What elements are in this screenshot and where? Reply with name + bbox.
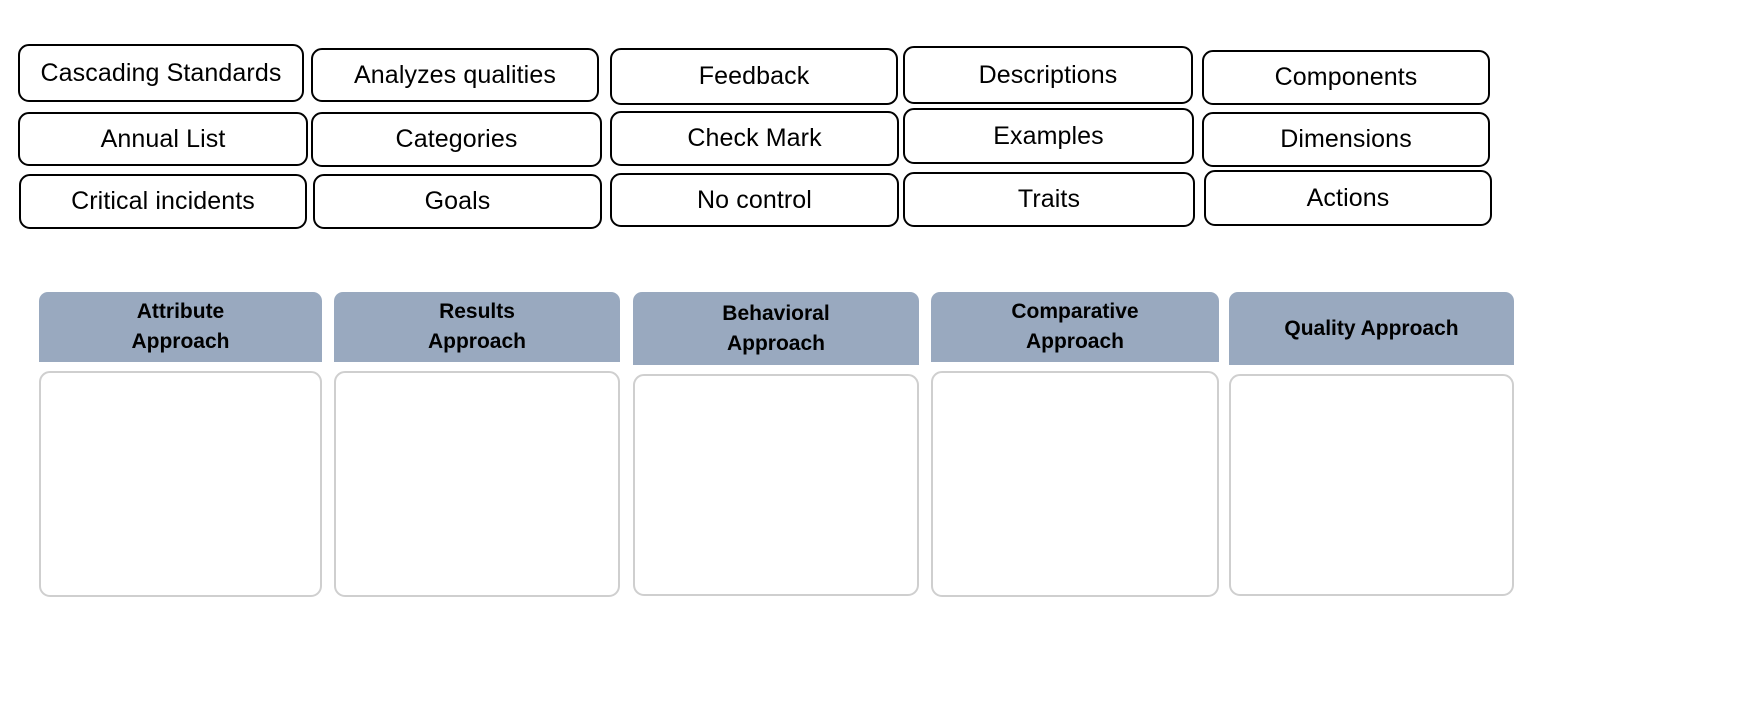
dropzone-target[interactable] [633,374,919,596]
dropzone-target[interactable] [1229,374,1514,596]
dropzone-target[interactable] [39,371,322,597]
dropzone-column: Quality Approach [1229,292,1514,596]
draggable-chip[interactable]: Traits [903,172,1195,227]
dropzone-column-header-line: Approach [726,331,825,355]
draggable-chip[interactable]: Goals [313,174,602,229]
draggable-chip[interactable]: Analyzes qualities [311,48,599,102]
dropzone-target[interactable] [931,371,1219,597]
dropzone-column-header-line: Results [439,300,515,324]
dropzone-target[interactable] [334,371,620,597]
draggable-chip[interactable]: No control [610,173,899,227]
draggable-chip[interactable]: Categories [311,112,602,167]
draggable-chip[interactable]: Critical incidents [19,174,307,229]
dropzone-column-header-line: Comparative [1011,300,1139,324]
draggable-chip[interactable]: Check Mark [610,111,899,166]
dropzone-column-header-line: Quality Approach [1284,316,1459,340]
draggable-chip[interactable]: Actions [1204,170,1492,226]
dropzone-column-header-line: Approach [427,330,526,353]
dropzone-column-header-line: Approach [131,330,230,353]
dropzone-column-header-line: Attribute [136,300,225,324]
draggable-chip[interactable]: Descriptions [903,46,1193,104]
draggable-chip[interactable]: Cascading Standards [18,44,304,102]
draggable-chip[interactable]: Components [1202,50,1490,105]
dropzone-column-header-line: Approach [1025,330,1124,353]
draggable-chip[interactable]: Dimensions [1202,112,1490,167]
draggable-chip[interactable]: Annual List [18,112,308,166]
dropzone-column-header-line: Behavioral [722,301,830,325]
dropzone-column-header: Quality Approach [1229,292,1514,365]
draggable-chip[interactable]: Examples [903,108,1194,164]
draggable-chip[interactable]: Feedback [610,48,898,105]
